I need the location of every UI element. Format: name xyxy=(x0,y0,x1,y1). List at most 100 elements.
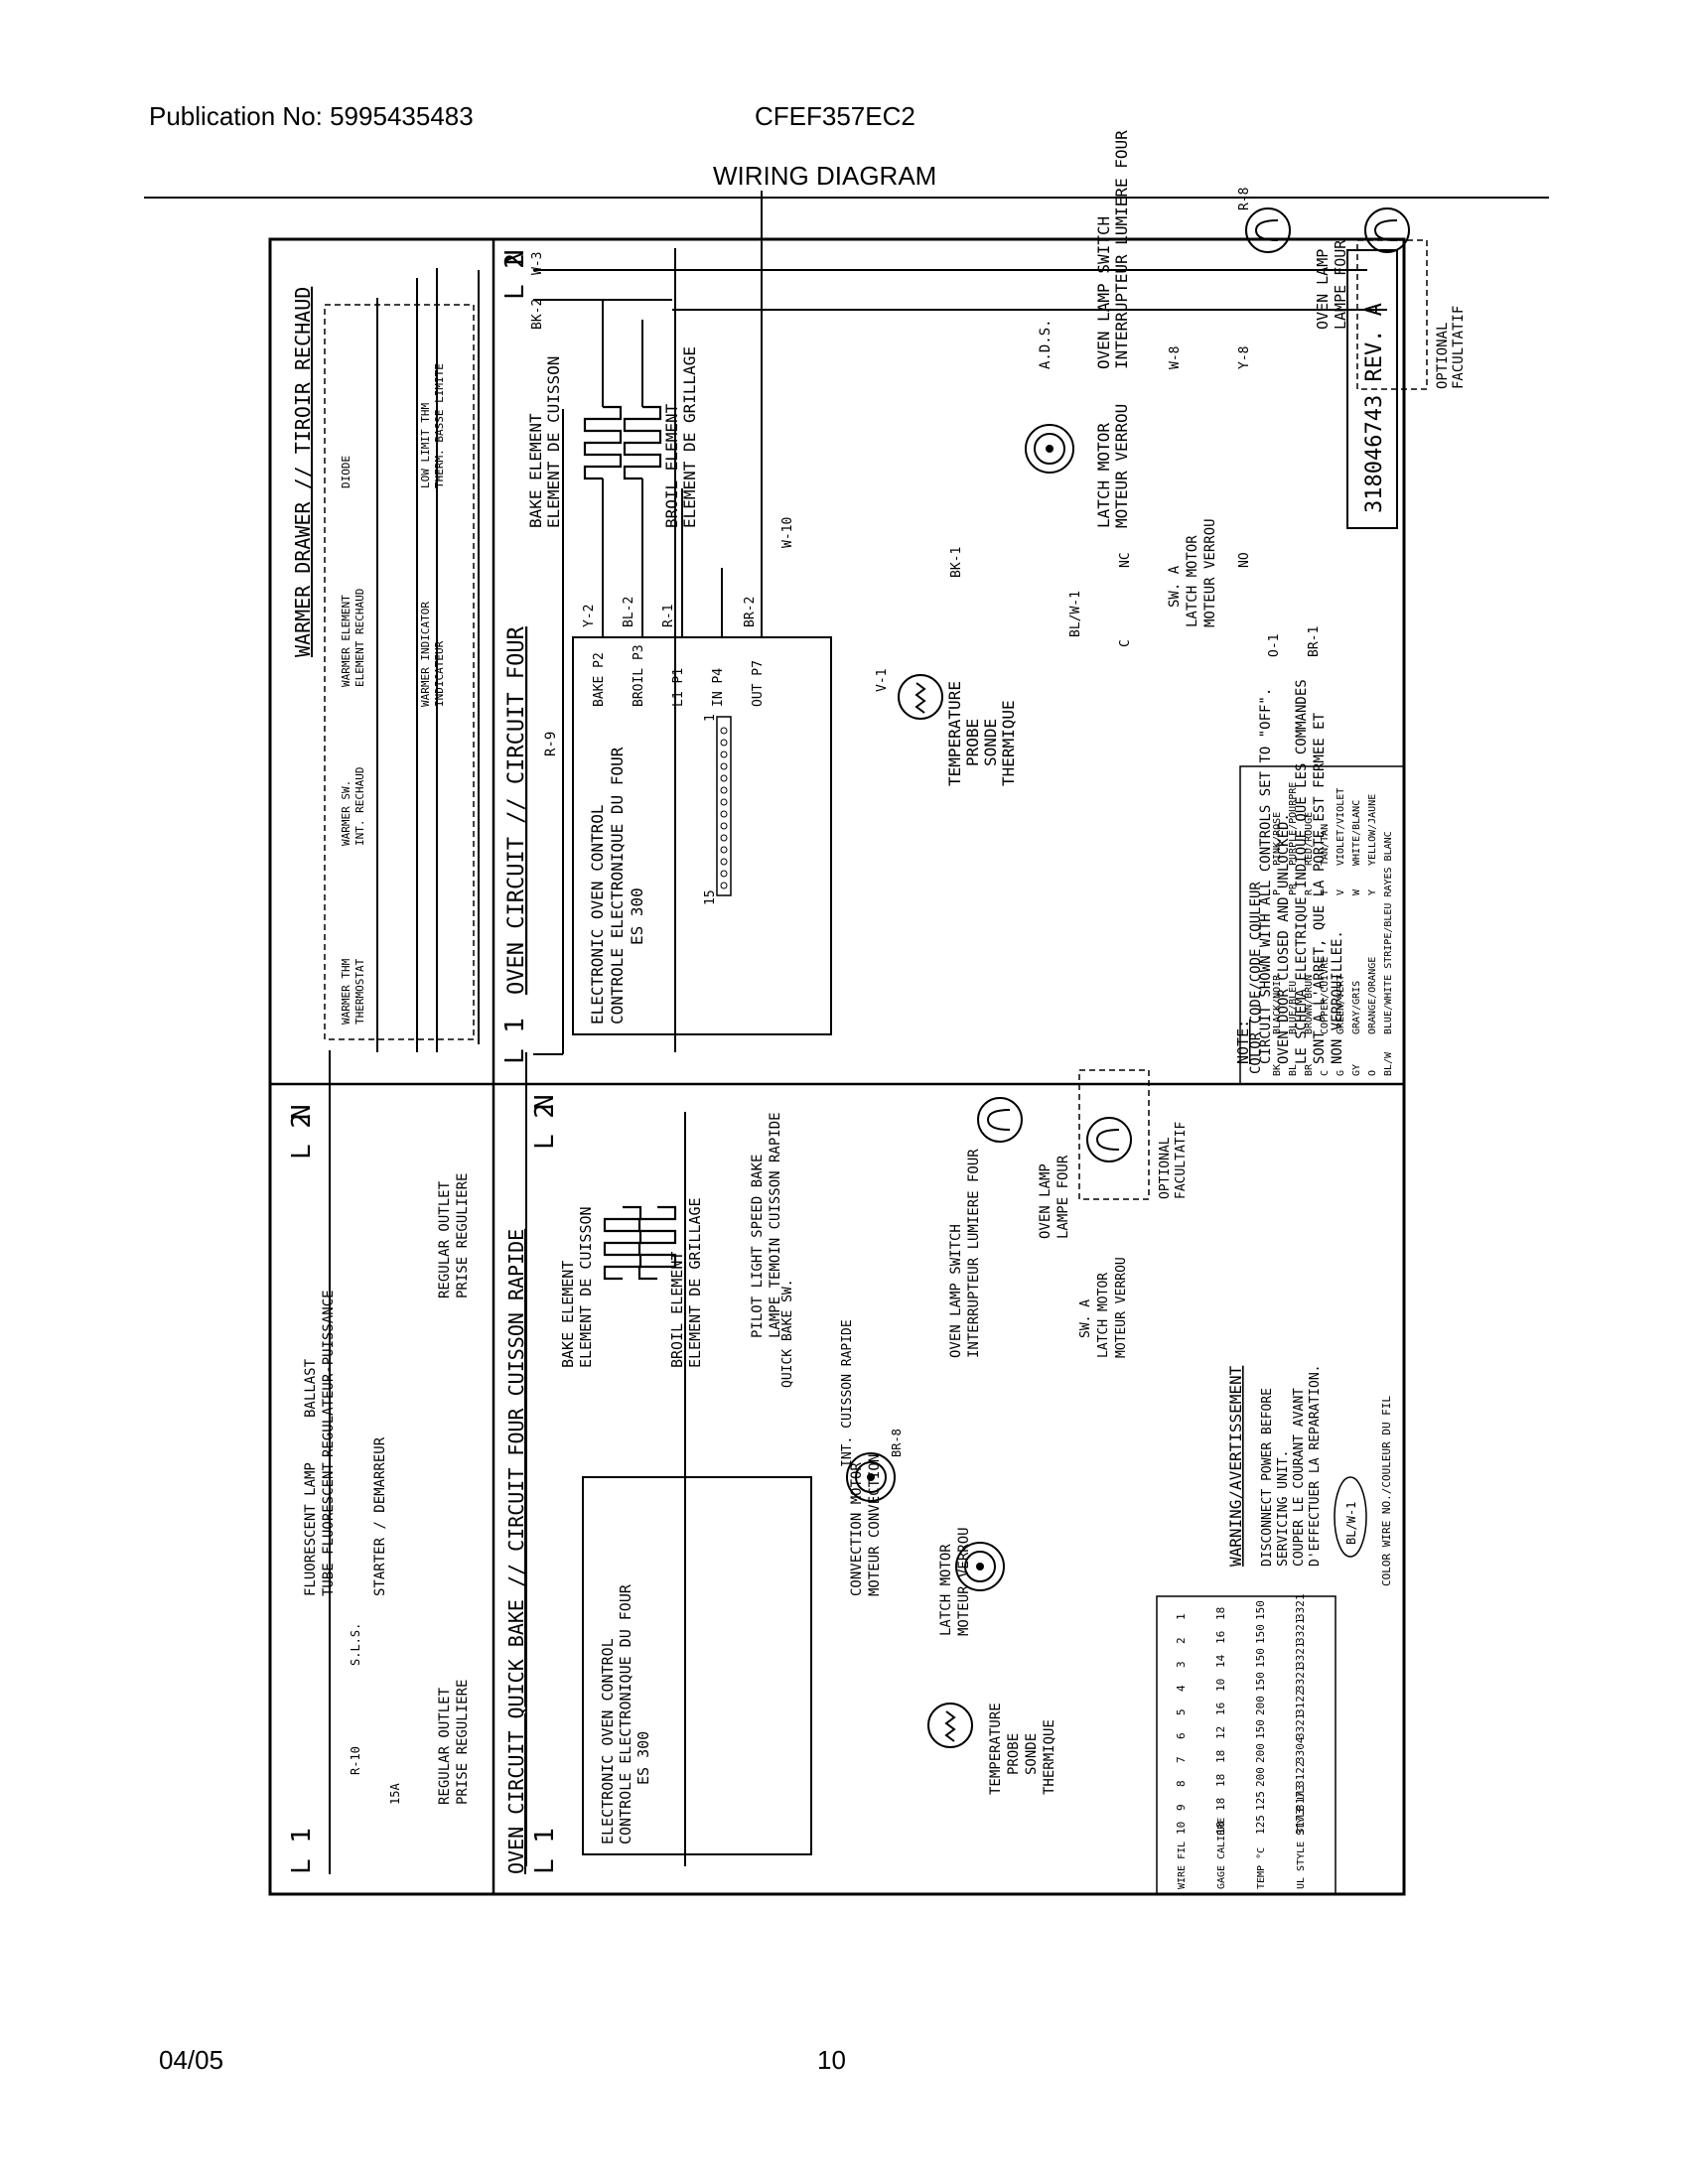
ql-lamp-sw-2: INTERRUPTEUR LUMIERE FOUR xyxy=(966,1149,982,1358)
wire-table-cell: 150 xyxy=(1254,1624,1267,1644)
wire-table-cell: 5 xyxy=(1175,1708,1188,1715)
ql-oven-lamp: OVEN LAMP xyxy=(1038,1163,1054,1239)
wire-table-cell: 18 xyxy=(1214,1798,1227,1811)
color-code-cell: G xyxy=(1336,1070,1346,1076)
wire-table-cell: 200 xyxy=(1254,1696,1267,1715)
latch-motor-3: LATCH MOTOR xyxy=(1185,535,1200,627)
color-code-cell: GY xyxy=(1351,1064,1362,1076)
wire-table-cell: 3321 xyxy=(1294,1618,1307,1645)
wire-table-cell: 3321 xyxy=(1294,1666,1307,1693)
w3-label: W-3 xyxy=(530,252,545,275)
wire-table-header: GAGE CALIBRE xyxy=(1216,1818,1227,1889)
ql-temp-4: THERMIQUE xyxy=(1042,1719,1057,1795)
in-p4: IN P4 xyxy=(711,668,726,707)
warmer-element-1: WARMER ELEMENT xyxy=(340,595,352,687)
warmer-sw-2: INT. RECHAUD xyxy=(353,767,366,846)
ql-sw-a: SW. A xyxy=(1078,1299,1093,1338)
color-code-cell: VIOLET/VIOLET xyxy=(1336,788,1346,866)
wire-table-cell: 3122 xyxy=(1294,1690,1307,1716)
fl-outlet-4: PRISE REGULIERE xyxy=(455,1173,471,1298)
out-p7: OUT P7 xyxy=(751,660,766,707)
wire-table-cell: 150 xyxy=(1254,1672,1267,1692)
y8-label: Y-8 xyxy=(1237,346,1252,369)
optional-label: OPTIONAL xyxy=(1435,323,1451,389)
ql-l2: L 2 xyxy=(530,1103,560,1150)
color-code-table: COLOR CODE/CODE COULEUR BKBLACK/NOIRPPIN… xyxy=(1239,765,1405,1085)
color-code-cell: BROWN/BRUN xyxy=(1304,975,1315,1034)
fl-l1: L 1 xyxy=(287,1828,317,1874)
wire-table-cell: 14 xyxy=(1214,1654,1227,1668)
model-number: CFEF357EC2 xyxy=(755,101,915,131)
warmer-ind-2: INDICATEUR xyxy=(433,640,446,707)
ql-eoc-3: ES 300 xyxy=(634,1731,652,1785)
ql-pilot-2: LAMPE TEMOIN CUISSON RAPIDE xyxy=(768,1112,783,1338)
wire-table-cell: 125 xyxy=(1254,1791,1267,1811)
color-code-cell: PINK/ROSE xyxy=(1272,812,1283,866)
page-number: 10 xyxy=(817,2045,846,2075)
color-code-cell: O xyxy=(1367,1070,1378,1076)
right-panel: L 1 L 2 N BK-2 W-3 OVEN CIRCUIT // CIRCU… xyxy=(500,130,1467,1064)
warmer-sw-1: WARMER SW. xyxy=(340,780,352,846)
low-limit-1: LOW LIMIT THM xyxy=(419,403,432,488)
latch-motor-2: MOTEUR VERROU xyxy=(1112,404,1131,528)
color-code-cell: GREEN/VERT xyxy=(1336,975,1346,1034)
ql-pilot-1: PILOT LIGHT SPEED BAKE xyxy=(750,1155,766,1338)
wire-table-cell: 9 xyxy=(1175,1804,1188,1811)
wire-table-cell: 18 xyxy=(1214,1822,1227,1835)
ql-temp-1: TEMPERATURE xyxy=(988,1703,1004,1795)
ql-latch-2: MOTEUR VERROU xyxy=(956,1527,972,1636)
wire-table-cell: 2 xyxy=(1175,1637,1188,1644)
optional-lamp-box xyxy=(1356,239,1428,390)
warning-line-4: D'EFFECTUER LA REPARATION. xyxy=(1308,1365,1323,1568)
temp-probe-3: SONDE xyxy=(981,719,1000,766)
fl-15a: 15A xyxy=(388,1783,402,1805)
color-code-cell: GRAY/GRIS xyxy=(1351,981,1362,1034)
wire-table-cell: 16 xyxy=(1214,1703,1227,1715)
warmer-thm-1: WARMER THM xyxy=(340,958,352,1024)
ql-qb-sw-2: INT. CUISSON RAPIDE xyxy=(840,1319,855,1467)
broil-element-label: BROIL ELEMENT xyxy=(662,403,681,528)
fluorescent-section: L 1 L 2 N FLUORESCENT LAMP TUBE FLUORESC… xyxy=(287,1050,471,1874)
fl-r10: R-10 xyxy=(349,1746,362,1775)
wire-table-cell: 150 xyxy=(1254,1600,1267,1620)
note-line-5: NON VERROUILLEE. xyxy=(1330,930,1345,1064)
color-code-cell: TAN/TAN xyxy=(1320,824,1331,866)
ql-eoc-2: CONTROLE ELECTRONIQUE DU FOUR xyxy=(617,1583,634,1844)
color-code-cell: PR xyxy=(1288,883,1299,895)
fl-outlet-1: REGULAR OUTLET xyxy=(437,1687,453,1805)
eoc-line1: ELECTRONIC OVEN CONTROL xyxy=(588,804,607,1024)
color-code-cell: C xyxy=(1320,1070,1331,1076)
c-label: C xyxy=(1118,639,1133,647)
color-code-cell: P xyxy=(1272,889,1283,895)
wire-table-cell: 3321 xyxy=(1294,1713,1307,1740)
note-line-4: SONT A L'ARRET, QUE LA PORTE EST FERMEE … xyxy=(1312,712,1328,1064)
ql-lampe-four: LAMPE FOUR xyxy=(1055,1155,1071,1239)
color-code-cell: Y xyxy=(1367,889,1378,895)
wire-table-cell: 16 xyxy=(1214,1631,1227,1644)
quick-bake-title: OVEN CIRCUIT QUICK BAKE // CIRCUIT FOUR … xyxy=(504,1229,528,1874)
wire-table-cell: 3304 xyxy=(1294,1736,1307,1763)
lampe-four-1: LAMPE FOUR xyxy=(1332,239,1349,330)
fl-n: N xyxy=(287,1104,317,1120)
warmer-element-2: ELEMENT RECHAUD xyxy=(353,589,366,687)
ql-latch-4: MOTEUR VERROU xyxy=(1114,1257,1129,1358)
ql-element-cuisson: ELEMENT DE CUISSON xyxy=(577,1206,595,1368)
color-code-cell: RED/ROUGE xyxy=(1304,812,1315,866)
ql-eoc-1: ELECTRONIC OVEN CONTROL xyxy=(599,1638,617,1844)
warning-title: WARNING/AVERTISSEMENT xyxy=(1226,1365,1245,1567)
wire-table-cell: 4 xyxy=(1175,1685,1188,1692)
r2-wire: R-1 xyxy=(661,605,676,627)
wire-table-header: UL STYLE STYLE UL xyxy=(1296,1788,1307,1889)
wire-table-cell: 3321 xyxy=(1294,1594,1307,1621)
l2-label: L 2 xyxy=(500,253,530,300)
footer-date: 04/05 xyxy=(159,2045,224,2075)
bk1-label: BK-1 xyxy=(949,547,964,578)
color-code-cell: BLACK/NOIR xyxy=(1272,974,1283,1034)
color-code-cell: YELLOW/JAUNE xyxy=(1367,794,1378,866)
ql-optional-box xyxy=(1078,1069,1150,1200)
wire-table-cell: 3 xyxy=(1175,1661,1188,1668)
wire-table-cell: 10 xyxy=(1175,1822,1188,1835)
page-title: WIRING DIAGRAM xyxy=(713,161,937,191)
oven-lamp-switch-2: INTERRUPTEUR LUMIERE FOUR xyxy=(1112,130,1131,369)
